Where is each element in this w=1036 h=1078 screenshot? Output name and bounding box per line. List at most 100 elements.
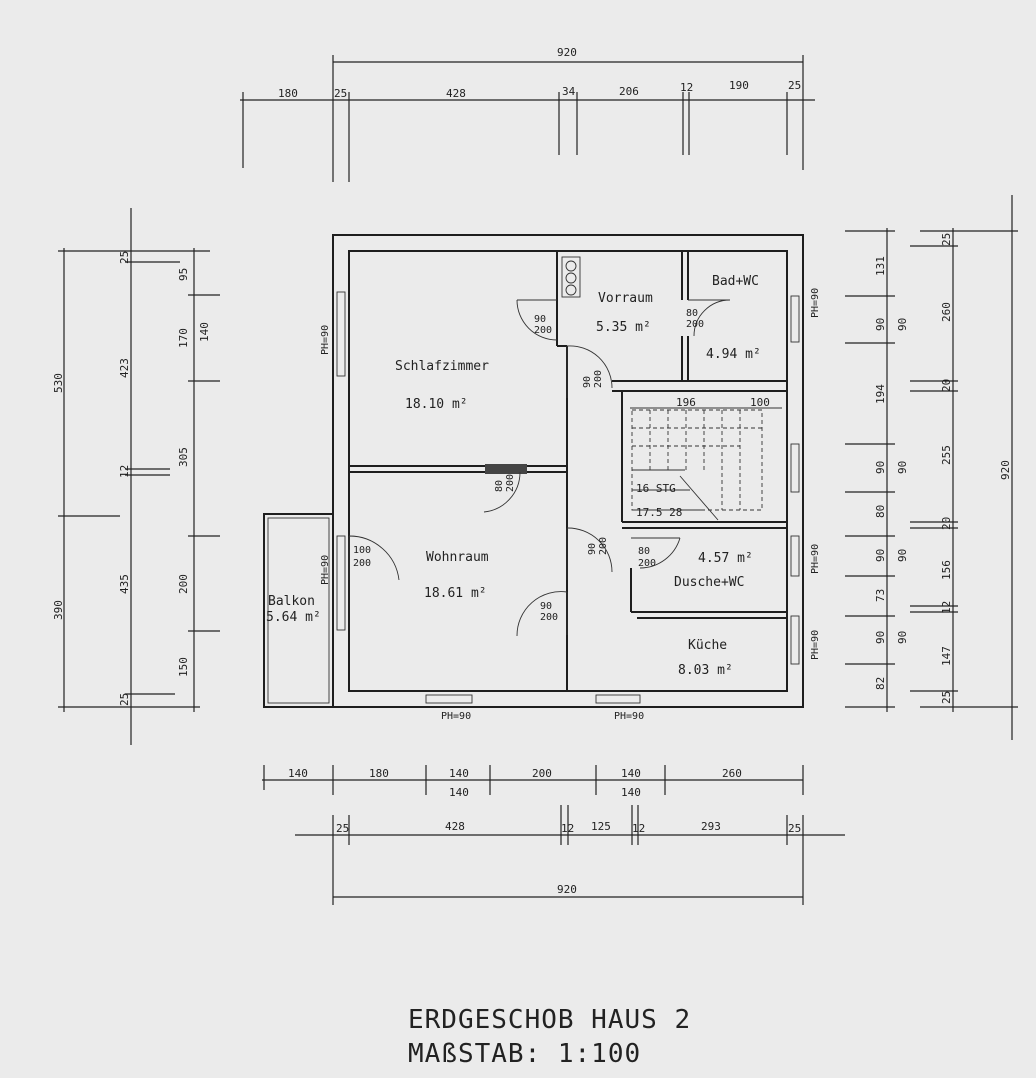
door-height: 200 (686, 319, 704, 330)
door-schlaf (566, 345, 613, 398)
ph-label: PH=90 (810, 288, 821, 318)
dim-label: 180 (278, 87, 298, 100)
dim-label: 140 (449, 767, 469, 780)
dim-label: 25 (336, 822, 349, 835)
dim-label: 920 (999, 460, 1012, 480)
dim-top-total: 920 (557, 46, 577, 59)
room-area-balkon: 5.64 m² (266, 610, 321, 625)
dimensions-left: 530 390 25 423 12 435 25 95 170 140 305 … (52, 208, 220, 745)
door-wall (483, 471, 521, 513)
door-dusche (631, 537, 681, 569)
dim-label: 140 (621, 786, 641, 799)
room-area-schlafzimmer: 18.10 m² (405, 397, 468, 412)
stair-steps-label: 16 STG (636, 482, 676, 495)
dimensions-top: 920 180 25 428 34 206 12 190 25 196 100 (240, 46, 815, 409)
dim-label: 90 (874, 631, 887, 644)
dim-label: 90 (896, 318, 909, 331)
door-wohn-top (566, 527, 613, 580)
window-kueche-right (790, 615, 800, 665)
door-height: 200 (593, 370, 604, 388)
dim-label: 140 (288, 767, 308, 780)
dim-label: 200 (532, 767, 552, 780)
window-dusche (790, 535, 800, 577)
dim-label: 140 (621, 767, 641, 780)
door-height: 200 (353, 558, 371, 569)
dim-label: 423 (118, 358, 131, 378)
dim-label: 90 (874, 549, 887, 562)
dim-label: 200 (177, 574, 190, 594)
ph-label: PH=90 (810, 630, 821, 660)
dim-label: 305 (177, 447, 190, 467)
door-height: 200 (540, 612, 558, 623)
doors: 90 200 80 200 90 200 80 200 90 200 100 2… (348, 299, 731, 637)
dim-label: 25 (334, 87, 347, 100)
ph-label: PH=90 (614, 711, 644, 722)
room-area-dusche: 4.57 m² (698, 551, 753, 566)
dim-label: 80 (874, 505, 887, 518)
dim-label: 34 (562, 85, 576, 98)
door-width: 80 (686, 308, 698, 319)
dim-label: 20 (940, 379, 953, 392)
room-name-kueche: Küche (688, 638, 727, 653)
door-height: 200 (638, 558, 656, 569)
fixture-box (561, 256, 581, 298)
room-area-bad: 4.94 m² (706, 347, 761, 362)
dim-label: 25 (940, 691, 953, 704)
dim-label: 90 (874, 318, 887, 331)
door-vorraum-entry (516, 299, 558, 341)
dim-label: 196 (676, 396, 696, 409)
ph-label: PH=90 (810, 544, 821, 574)
balkon-outline (263, 513, 334, 708)
room-labels: Schlafzimmer 18.10 m² Wohnraum 18.61 m² … (266, 274, 761, 678)
dim-label: 260 (940, 302, 953, 322)
window-bad (790, 295, 800, 343)
dim-label: 12 (561, 822, 574, 835)
fixture-circle (565, 284, 577, 296)
door-height: 200 (598, 537, 609, 555)
window-kueche-bottom (595, 694, 641, 704)
balkon-inner (267, 517, 330, 704)
dim-label: 25 (788, 79, 801, 92)
room-name-wohnraum: Wohnraum (426, 550, 489, 565)
door-width: 100 (353, 545, 371, 556)
dim-label: 140 (198, 322, 211, 342)
window-schlafzimmer (336, 291, 346, 377)
dim-label: 90 (896, 549, 909, 562)
windows: PH=90 PH=90 PH=90 PH=90 PH=90 PH=90 PH=9… (320, 288, 821, 722)
dim-label: 428 (445, 820, 465, 833)
dim-label: 12 (680, 81, 693, 94)
dim-label: 530 (52, 373, 65, 393)
door-height: 200 (505, 474, 516, 492)
dim-label: 390 (52, 600, 65, 620)
ph-label: PH=90 (441, 711, 471, 722)
room-area-vorraum: 5.35 m² (596, 320, 651, 335)
dim-label: 140 (449, 786, 469, 799)
dim-label: 82 (874, 677, 887, 690)
door-width: 90 (582, 376, 593, 388)
dim-label: 90 (874, 461, 887, 474)
ph-label: PH=90 (320, 555, 331, 585)
door-width: 80 (638, 546, 650, 557)
dim-label: 125 (591, 820, 611, 833)
dim-label: 260 (722, 767, 742, 780)
drawing-title: ERDGESCHOB HAUS 2 MAßSTAB: 1:100 (408, 1005, 690, 1069)
title-line-2: MAßSTAB: 1:100 (408, 1039, 641, 1069)
fixture-circle (565, 260, 577, 272)
dim-label: 100 (750, 396, 770, 409)
fixture-circle (565, 272, 577, 284)
building-walls (263, 234, 804, 708)
dim-label: 12 (118, 465, 131, 478)
window-wohnraum-left (336, 535, 346, 631)
dim-label: 194 (874, 384, 887, 404)
dim-label: 12 (940, 601, 953, 614)
dim-label: 147 (940, 646, 953, 666)
room-name-schlafzimmer: Schlafzimmer (395, 359, 489, 374)
dim-label: 428 (446, 87, 466, 100)
window-wohnraum-bottom (425, 694, 473, 704)
dim-label: 206 (619, 85, 639, 98)
dim-label: 255 (940, 445, 953, 465)
dim-label: 25 (118, 251, 131, 264)
vorraum-fixture (561, 256, 581, 298)
dim-label: 180 (369, 767, 389, 780)
